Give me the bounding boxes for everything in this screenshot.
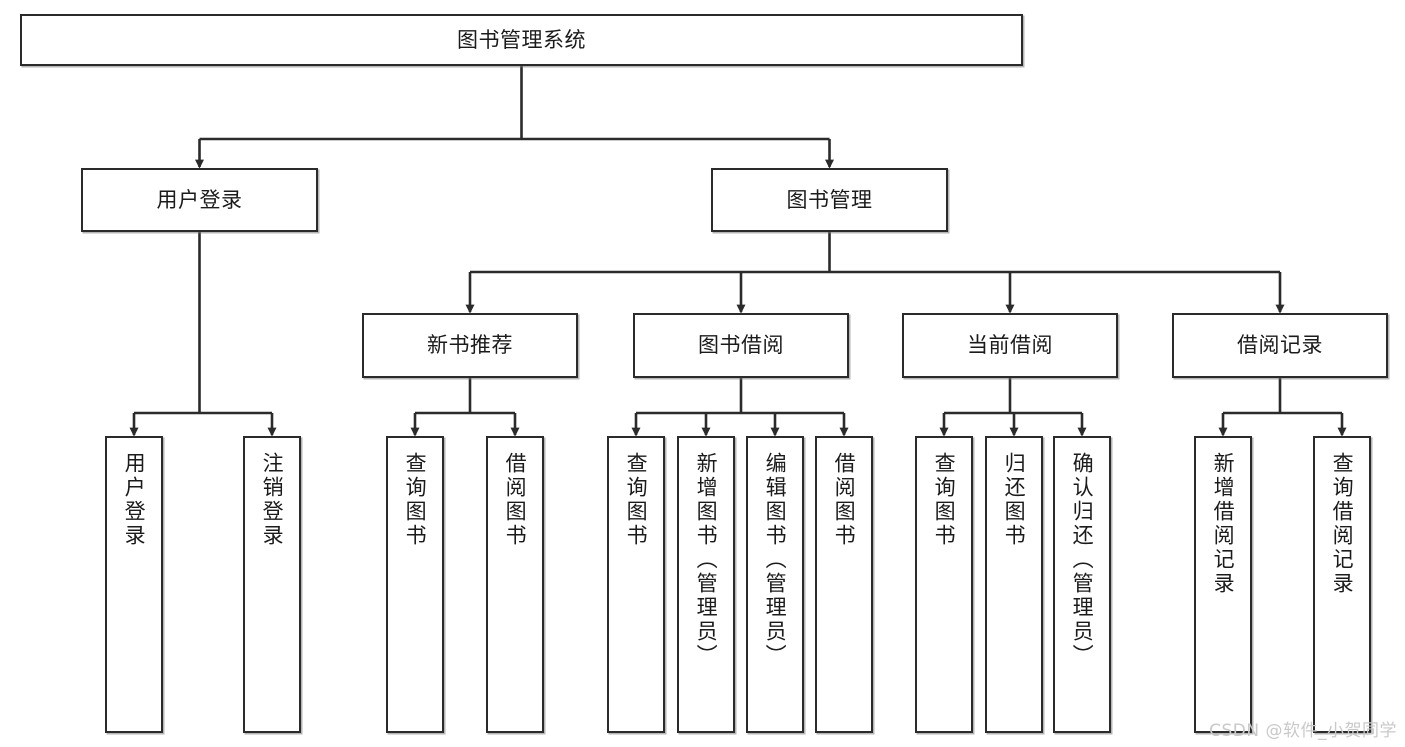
- node-label: 查询图书: [624, 452, 649, 548]
- node-label: 查询借阅记录: [1330, 452, 1355, 596]
- node-leaf-cu-confirm[interactable]: 确认归还（管理员）: [1053, 436, 1111, 733]
- node-label: 图书管理: [786, 187, 873, 212]
- node-label: 图书管理系统: [457, 27, 586, 52]
- node-label: 新增图书（管理员）: [694, 452, 719, 668]
- node-label: 确认归还（管理员）: [1070, 452, 1095, 668]
- node-leaf-bk-add[interactable]: 新增图书（管理员）: [677, 436, 735, 733]
- node-label: 新增借阅记录: [1211, 452, 1236, 596]
- node-leaf-bk-borrow[interactable]: 借阅图书: [815, 436, 873, 733]
- node-leaf-rc-query[interactable]: 查询借阅记录: [1313, 436, 1371, 733]
- node-label: 借阅记录: [1237, 333, 1323, 358]
- node-label: 查询图书: [932, 452, 957, 548]
- node-records[interactable]: 借阅记录: [1172, 313, 1388, 378]
- node-borrow[interactable]: 图书借阅: [633, 313, 849, 378]
- node-root[interactable]: 图书管理系统: [20, 14, 1023, 66]
- node-leaf-cu-query[interactable]: 查询图书: [915, 436, 973, 733]
- node-leaf-rc-add[interactable]: 新增借阅记录: [1194, 436, 1252, 733]
- node-leaf-bk-query[interactable]: 查询图书: [607, 436, 665, 733]
- node-label: 用户登录: [156, 187, 243, 212]
- node-login[interactable]: 用户登录: [81, 168, 318, 232]
- watermark-csdn: CSDN @软件_小贺同学: [1209, 721, 1397, 741]
- node-label: 查询图书: [403, 452, 428, 548]
- node-label: 新书推荐: [427, 333, 513, 358]
- node-newbook[interactable]: 新书推荐: [362, 313, 578, 378]
- node-label: 当前借阅: [967, 333, 1053, 358]
- node-leaf-bk-edit[interactable]: 编辑图书（管理员）: [746, 436, 804, 733]
- node-label: 归还图书: [1002, 452, 1027, 548]
- node-leaf-cu-return[interactable]: 归还图书: [985, 436, 1043, 733]
- node-leaf-nb-borrow[interactable]: 借阅图书: [486, 436, 544, 733]
- node-leaf-login[interactable]: 用户登录: [105, 436, 163, 733]
- node-label: 借阅图书: [503, 452, 528, 548]
- node-label: 编辑图书（管理员）: [763, 452, 788, 668]
- node-label: 用户登录: [122, 452, 147, 548]
- node-label: 图书借阅: [698, 333, 784, 358]
- node-leaf-nb-query[interactable]: 查询图书: [386, 436, 444, 733]
- node-bookmgmt[interactable]: 图书管理: [711, 168, 948, 232]
- node-current[interactable]: 当前借阅: [902, 313, 1118, 378]
- node-label: 借阅图书: [832, 452, 857, 548]
- node-leaf-logout[interactable]: 注销登录: [243, 436, 301, 733]
- node-label: 注销登录: [260, 452, 285, 548]
